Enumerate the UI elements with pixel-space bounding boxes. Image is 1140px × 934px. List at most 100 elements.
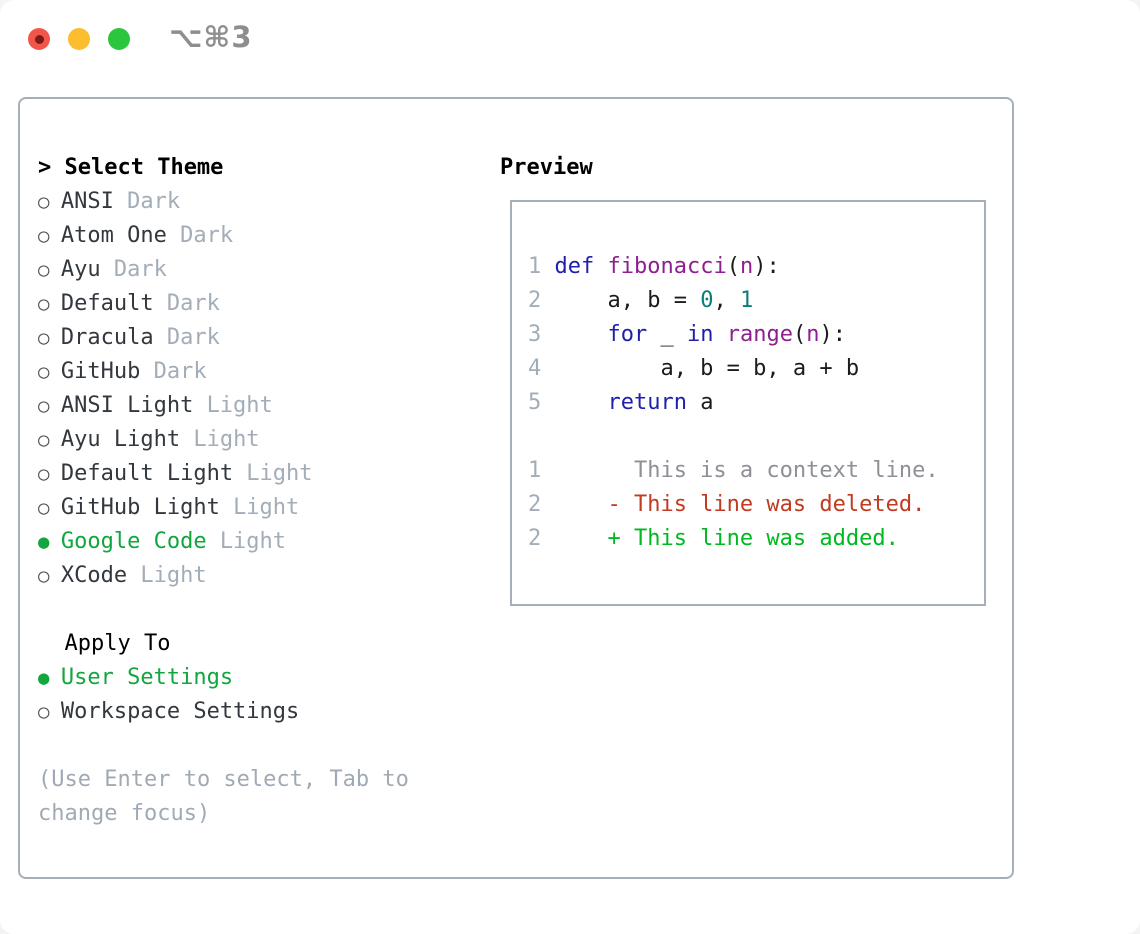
line-number: 4 [528, 356, 542, 381]
apply-to-list: ● User Settings ○Workspace Settings [38, 661, 436, 729]
code-line: 3 for _ in range(n): [528, 318, 984, 352]
code-token: ): [819, 322, 846, 347]
code-line: 5 return a [528, 386, 984, 420]
help-text: (Use Enter to select, Tab to change focu… [38, 767, 409, 826]
option-label: Ayu Light [60, 427, 181, 452]
theme-option-google-code[interactable]: ● Google Code Light [38, 525, 436, 559]
focus-caret-icon: > [38, 155, 52, 180]
option-tag: Light [140, 563, 207, 588]
code-token: 0 [700, 288, 714, 313]
title-bar: ⌥⌘3 [0, 0, 1140, 80]
spacer [38, 593, 436, 627]
option-tag: Light [246, 461, 313, 486]
radio-icon: ○ [38, 395, 50, 417]
code-token: - This line was deleted. [554, 492, 926, 517]
radio-icon: ○ [38, 463, 50, 485]
radio-icon: ○ [38, 701, 50, 723]
option-label: Google Code [60, 529, 207, 554]
option-tag: Dark [166, 291, 220, 316]
line-number: 5 [528, 390, 542, 415]
code-token [713, 322, 726, 347]
minimize-button[interactable] [68, 28, 90, 50]
theme-option-ansi[interactable]: ○ ANSI Dark [38, 185, 436, 219]
close-dot-icon [34, 34, 44, 44]
close-button[interactable] [28, 28, 50, 50]
radio-icon: ○ [38, 429, 50, 451]
line-number: 3 [528, 322, 542, 347]
line-number: 1 [528, 254, 542, 279]
radio-icon: ○ [38, 565, 50, 587]
code-token: a [686, 390, 714, 415]
apply-option-workspace-settings[interactable]: ○Workspace Settings [38, 695, 436, 729]
radio-icon: ○ [38, 191, 50, 213]
radio-icon: ○ [38, 327, 50, 349]
theme-option-default-light[interactable]: ○ Default Light Light [38, 457, 436, 491]
theme-option-ayu[interactable]: ○ Ayu Dark [38, 253, 436, 287]
option-label: ANSI [60, 189, 114, 214]
option-tag: Dark [180, 223, 234, 248]
code-token: ( [726, 254, 740, 279]
theme-option-default[interactable]: ○ Default Dark [38, 287, 436, 321]
code-token [594, 254, 607, 279]
code-token: for [607, 322, 648, 347]
selected-radio-icon: ● [38, 667, 50, 689]
code-token: This is a context line. [554, 458, 939, 483]
option-tag: Light [193, 427, 260, 452]
zoom-button[interactable] [108, 28, 130, 50]
code-token: + This line was added. [554, 526, 899, 551]
code-token [554, 390, 607, 415]
code-line: 2 - This line was deleted. [528, 488, 984, 522]
theme-option-github[interactable]: ○ GitHub Dark [38, 355, 436, 389]
option-label: Ayu [60, 257, 101, 282]
radio-icon: ○ [38, 225, 50, 247]
line-number: 2 [528, 526, 542, 551]
option-tag: Dark [113, 257, 167, 282]
option-tag: Dark [127, 189, 181, 214]
code-token: return [607, 390, 687, 415]
apply-option-user-settings[interactable]: ● User Settings [38, 661, 436, 695]
line-number: 2 [528, 492, 542, 517]
code-line: 2 a, b = 0, 1 [528, 284, 984, 318]
spacer [38, 729, 436, 763]
code-token: ( [792, 322, 807, 347]
radio-icon: ○ [38, 361, 50, 383]
code-line: 2 + This line was added. [528, 522, 984, 556]
code-token: 1 [739, 288, 754, 313]
code-token: fibonacci [607, 254, 727, 279]
option-tag: Light [219, 529, 287, 554]
option-label: GitHub [60, 359, 141, 384]
option-label: Default Light [60, 461, 234, 486]
theme-option-ayu-light[interactable]: ○ Ayu Light Light [38, 423, 436, 457]
line-number: 1 [528, 458, 542, 483]
radio-icon: ○ [38, 259, 50, 281]
option-label: Default [60, 291, 154, 316]
apply-to-header: Apply To [64, 631, 171, 656]
radio-icon: ○ [38, 293, 50, 315]
radio-icon: ○ [38, 497, 50, 519]
code-token: a, b = b, a + b [554, 356, 860, 381]
window-title: ⌥⌘3 [169, 20, 253, 54]
selected-radio-icon: ● [38, 531, 50, 553]
code-token: def [554, 254, 595, 279]
option-label: Dracula [60, 325, 154, 350]
code-token: n [806, 322, 820, 347]
code-token [554, 322, 607, 347]
option-tag: Dark [153, 359, 207, 384]
code-token: range [726, 322, 793, 347]
option-tag: Light [233, 495, 300, 520]
code-token: , [713, 288, 740, 313]
option-label: User Settings [60, 665, 234, 690]
code-line: 4 a, b = b, a + b [528, 352, 984, 386]
option-label: ANSI Light [60, 393, 194, 418]
code-line [528, 420, 984, 454]
code-token: a, b = [554, 288, 701, 313]
